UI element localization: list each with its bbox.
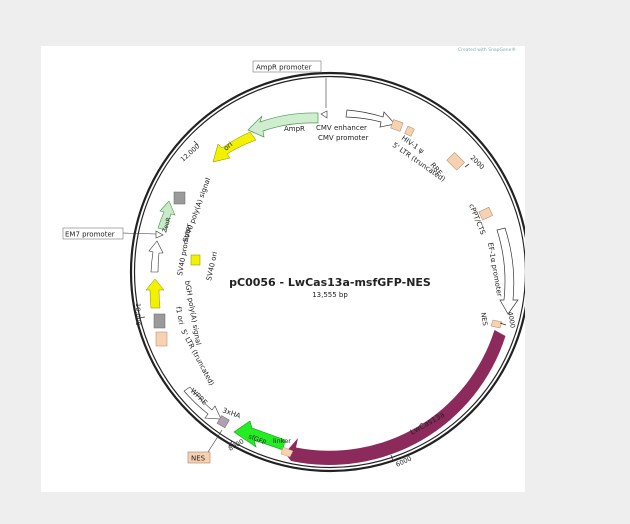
zeor-label: ZeoR [161,217,172,234]
f1-ori-arrow [145,278,165,309]
lwcas13a-arrow [285,330,506,465]
snapgene-credit: Created with SnapGene® [458,46,516,53]
linker-box [280,446,294,458]
tick-10000-label: 10,000 [134,303,142,326]
bgh-polya-box [153,313,166,329]
tick-4000-mark [499,322,507,326]
sv40-ori-label: SV40 ori [205,251,219,282]
em7-promoter-box [62,227,124,240]
wpre-arrow [183,386,222,420]
nes-bottom-box [187,451,211,464]
tick-8000-mark [228,440,233,447]
sv40-ori-box [190,254,201,266]
plasmid-map-card: Created with SnapGene® pC0056 - LwCas13a… [41,46,525,492]
cmv-promoter-label: CMV promoter [318,134,369,142]
plasmid-map: Created with SnapGene® pC0056 - LwCas13a… [62,46,525,473]
em7-promoter-arrow [155,230,164,239]
tick-12000-label: 12,000 [179,142,201,163]
ampr-promoter-label: AmpR promoter [256,64,312,72]
sv40-promoter-arrow [148,240,164,273]
tick-marks [138,140,507,462]
hiv-psi-box [390,119,404,132]
sv40-promoter-label: SV40 promoter [176,223,193,277]
ef1a-label: EF-1α promoter [486,242,503,297]
nes-bottom-callout-line [207,429,223,453]
tick-6000-mark [390,454,394,462]
ampr-promoter-box [252,60,322,73]
em7-promoter-label: EM7 promoter [65,231,115,239]
3xha-box [216,415,230,429]
cmv-enhancer-label: CMV enhancer [316,124,367,132]
plasmid-name: pC0056 - LwCas13a-msfGFP-NES [229,276,431,289]
sv40-polya-box [173,191,186,205]
tick-10000-mark [138,316,146,319]
tick-12000-mark [193,140,199,146]
backbone-outer-ring [129,71,525,473]
zeor-arrow [157,200,176,231]
ampr-promoter-arrow [320,110,328,119]
ltr5-top-box [404,125,415,137]
ltr5-bottom-box [155,331,168,347]
backbone-inner-ring [133,75,525,469]
tick-4000-label: 4000 [506,311,517,329]
nes-top-label: NES [479,312,489,326]
tick-2000-label: 2000 [469,154,486,171]
cppt-box [478,206,493,221]
ef1a-arrow [496,227,519,315]
ori-arrow [212,131,257,163]
ampr-arrow [247,112,319,138]
tick-2000-mark [464,163,470,168]
tick-6000-label: 6000 [394,455,412,469]
em7-callout-line [122,232,157,235]
plasmid-size: 13,555 bp [312,291,348,299]
nes-bottom-label: NES [191,455,206,463]
nes-top-box [490,319,503,329]
linker-label: linker [273,437,291,445]
f1-ori-label: f1 ori [174,306,185,325]
sfgfp-arrow [233,420,286,451]
rre-box [446,152,465,171]
cmv-arrow [345,109,396,128]
ampr-label: AmpR [284,125,305,133]
